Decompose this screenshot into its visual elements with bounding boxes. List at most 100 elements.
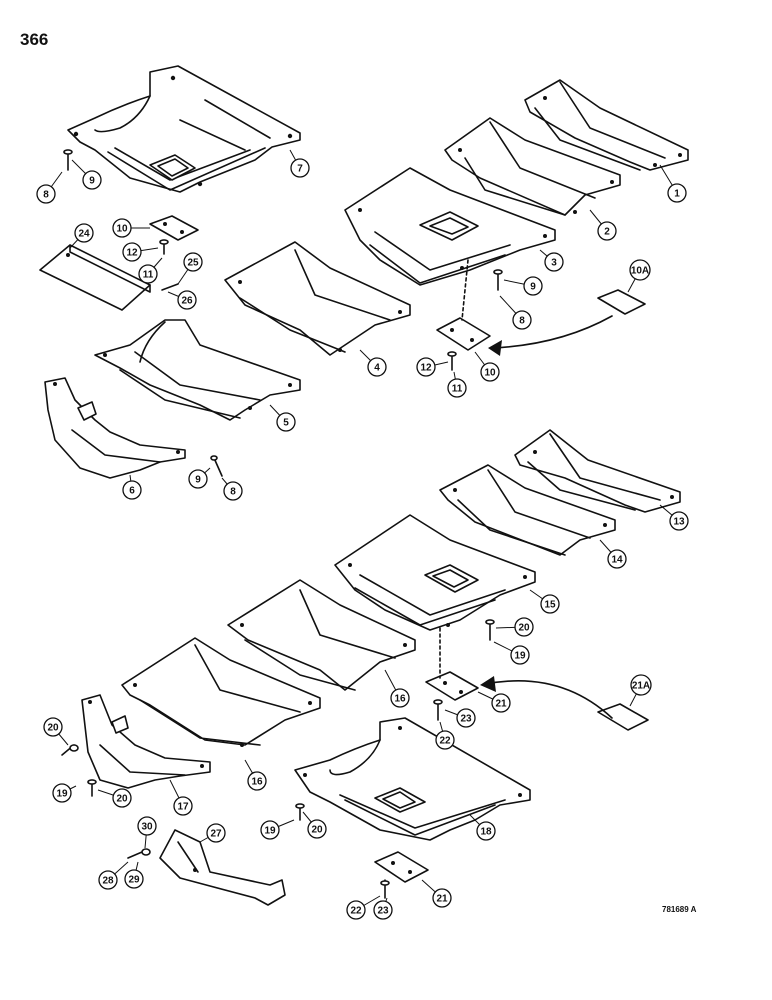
callout-15: 15 [529,589,560,614]
part-16-pan-a [227,579,416,691]
callout-label: 6 [129,486,135,497]
part-10-mount-plate-2 [436,317,491,351]
part-14-pan [439,464,616,556]
callout-circle [629,259,651,281]
callout-label: 1 [674,189,680,200]
callout-19: 19 [52,783,77,803]
callout-7: 7 [289,149,310,178]
callout-circle [435,730,455,750]
hardware-lower [61,619,495,899]
callout-label: 23 [460,714,472,725]
callout-circle [138,264,158,284]
callout-circle [544,252,564,272]
callout-circle [112,788,132,808]
callout-circle [276,412,296,432]
part-16-pan-b [121,637,321,747]
callout-label: 21 [495,699,507,710]
callout-label: 30 [141,822,153,833]
callout-circle [183,252,203,272]
callout-circle [122,480,142,500]
callout-11: 11 [447,371,467,398]
callout-label: 25 [187,258,199,269]
part-15-pan [334,514,536,631]
part-3-pan [344,167,556,286]
callout-label: 8 [519,316,525,327]
callout-label: 20 [116,794,128,805]
callout-label: 22 [439,736,451,747]
callout-17: 17 [169,779,193,816]
callout-circle [52,783,72,803]
callout-label: 28 [102,876,114,887]
callout-circle [630,674,652,696]
callout-28: 28 [98,861,129,890]
part-6-bracket [44,377,186,479]
callout-label: 4 [374,363,380,374]
callout-label: 23 [377,906,389,917]
callout-3: 3 [539,249,564,272]
callout-20: 20 [302,811,327,839]
callout-circle [290,158,310,178]
callout-30: 30 [137,816,157,849]
callout-14: 14 [599,539,627,569]
callout-label: 17 [177,802,189,813]
callout-27: 27 [199,823,226,843]
callout-circle [491,693,511,713]
callout-circle [390,688,410,708]
callout-label: 11 [143,270,154,281]
callout-18: 18 [469,814,496,841]
callout-label: 2 [604,227,610,238]
callout-circle [597,221,617,241]
callout-label: 9 [89,176,95,187]
callout-circle [307,819,327,839]
part-2-pan [444,117,621,216]
callout-20: 20 [495,617,534,637]
callout-label: 19 [514,651,526,662]
callout-label: 19 [56,789,68,800]
callout-8: 8 [499,295,532,330]
callout-26: 26 [167,290,197,310]
callout-circle [480,362,500,382]
callout-2: 2 [589,209,617,241]
part-27-strap [159,829,286,906]
callout-label: 29 [128,875,140,886]
drawing-code: 781689 A [662,905,697,914]
callout-label: 14 [611,555,623,566]
callout-circle [112,218,132,238]
callout-circle [98,870,118,890]
callout-21: 21 [421,879,452,908]
callout-circle [416,357,436,377]
callout-25: 25 [177,252,203,285]
callout-label: 21 [436,894,448,905]
callout-8: 8 [221,477,243,501]
part-21-mount-plate [425,671,479,701]
callout-1: 1 [659,164,687,203]
part-10A-plate [597,289,646,315]
part-1-pan [524,79,689,171]
callout-circle [373,900,393,920]
callout-circle [177,290,197,310]
part-21-mount-plate-2 [374,851,429,883]
page-number: 366 [20,30,49,49]
callout-23: 23 [444,708,476,728]
callout-10: 10 [112,218,150,238]
callout-circle [540,594,560,614]
callout-circle [206,823,226,843]
callout-label: 12 [126,248,138,259]
hardware-upper [63,149,503,477]
callout-21: 21 [477,691,511,713]
callout-circle [514,617,534,637]
callout-19: 19 [493,641,530,665]
callout-20: 20 [97,788,132,808]
callout-circle [667,183,687,203]
callout-29: 29 [124,861,144,889]
callout-16: 16 [244,759,267,791]
callout-circle [607,549,627,569]
callout-label: 20 [311,825,323,836]
callout-label: 15 [544,600,556,611]
callout-label: 24 [78,229,90,240]
callout-circle [247,771,267,791]
callout-label: 10 [116,224,128,235]
callout-24: 24 [69,223,94,249]
callout-label: 18 [480,827,492,838]
